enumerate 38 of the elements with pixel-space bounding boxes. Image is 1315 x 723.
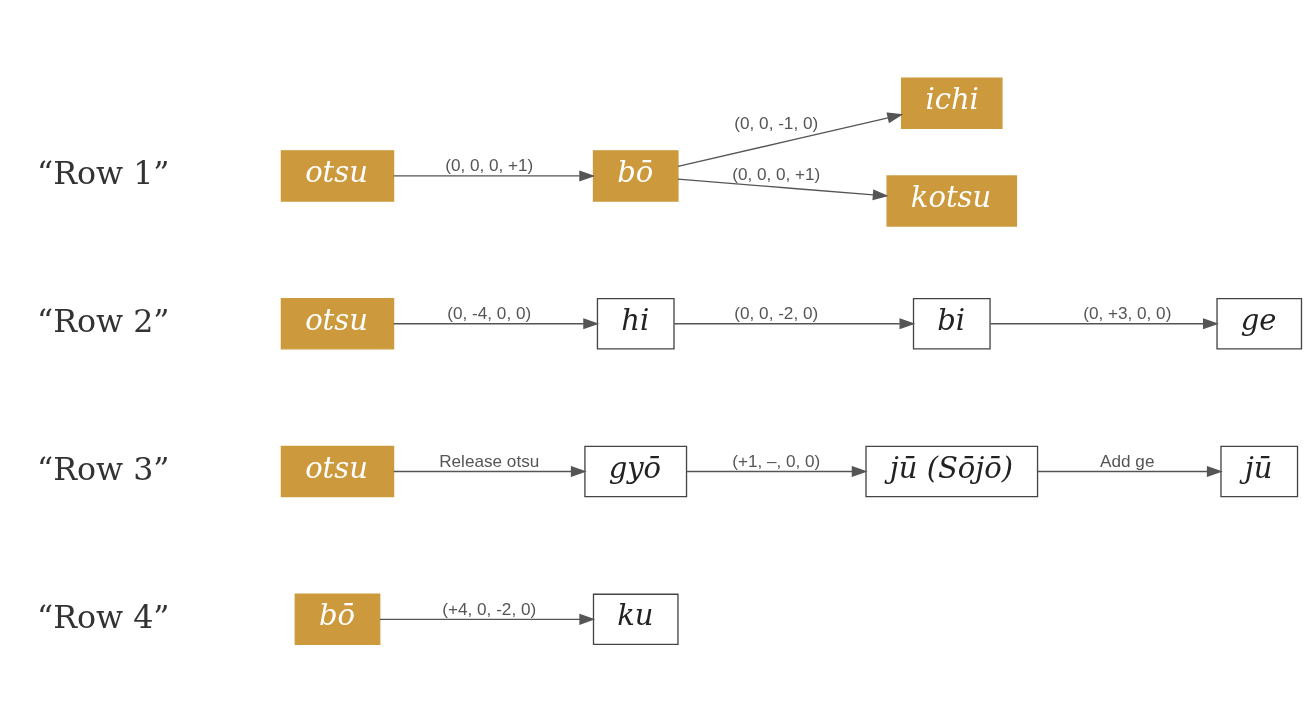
label: “Row 2” xyxy=(36,302,170,339)
arrow xyxy=(379,613,596,625)
edge-label: Add ge xyxy=(1100,450,1155,471)
edge-label: (0, +3, 0, 0) xyxy=(1083,302,1172,323)
arrow xyxy=(1036,465,1223,477)
edge-label: (+4, 0, -2, 0) xyxy=(442,598,537,619)
edge-label: (+1, –, 0, 0) xyxy=(732,450,821,471)
label: “Row 3” xyxy=(36,450,170,487)
label: “Row 4” xyxy=(36,598,170,635)
node-box: bō xyxy=(592,149,679,202)
node-box: bi xyxy=(912,297,991,349)
arrow xyxy=(677,112,904,167)
label: “Row 1” xyxy=(36,154,170,191)
node-box: otsu xyxy=(280,297,395,349)
edge-label: (0, 0, 0, +1) xyxy=(445,154,534,175)
arrow xyxy=(393,465,587,477)
node-box: ku xyxy=(592,593,679,645)
node-box: gyō xyxy=(584,445,688,497)
edge-label: (0, 0, -2, 0) xyxy=(734,302,819,323)
node-box: jū xyxy=(1220,445,1299,497)
edge-label: (0, 0, 0, +1) xyxy=(732,163,821,184)
arrow xyxy=(686,465,868,477)
arrow xyxy=(677,178,889,200)
node-box: ichi xyxy=(900,77,1003,129)
arrow xyxy=(393,169,596,181)
arrow xyxy=(673,317,916,329)
node-box: jū (Sōjō) xyxy=(865,445,1039,497)
node-box: ge xyxy=(1216,297,1303,349)
node-box: bō xyxy=(294,593,381,645)
node-box: hi xyxy=(596,297,675,349)
edge-label: (0, 0, -1, 0) xyxy=(734,112,819,133)
node-box: kotsu xyxy=(886,174,1018,227)
arrow xyxy=(393,317,600,329)
edge-label: Release otsu xyxy=(439,450,540,471)
edge-label: (0, -4, 0, 0) xyxy=(447,302,532,323)
node-box: otsu xyxy=(280,445,395,497)
node-box: otsu xyxy=(280,149,395,202)
arrow xyxy=(989,317,1219,329)
